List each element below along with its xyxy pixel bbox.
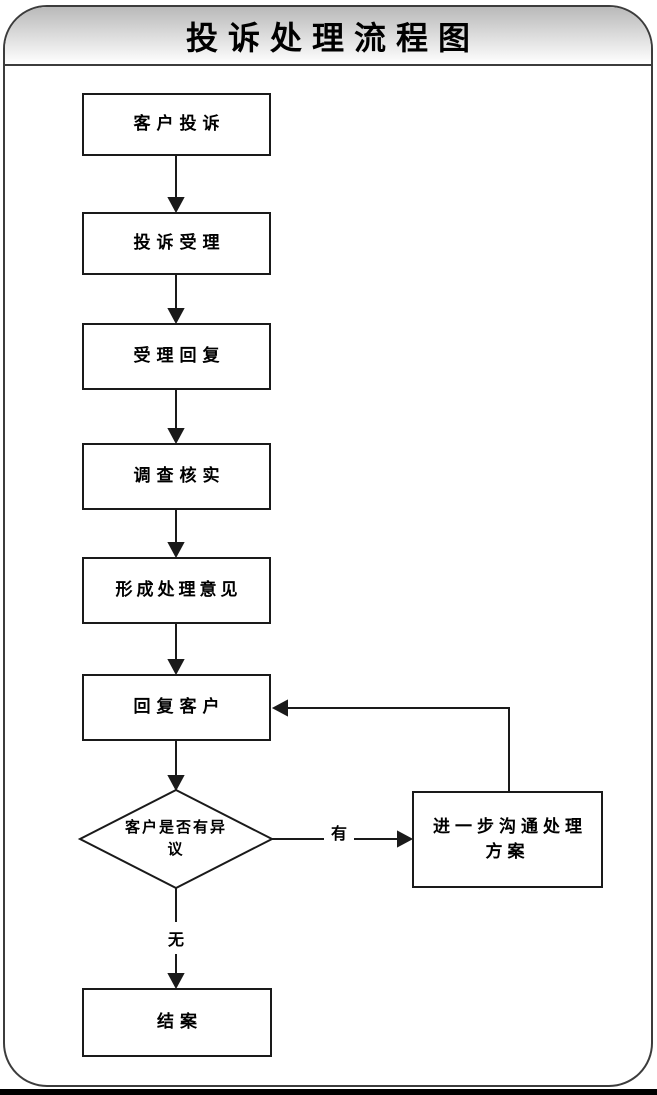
bottom-border-bar	[0, 1089, 657, 1095]
arrowhead-down-4	[167, 542, 185, 559]
page-title: 投诉处理流程图	[185, 19, 480, 56]
arrowhead-down-5	[167, 659, 185, 676]
flow-node-form-opinion: 形成处理意见	[82, 557, 271, 624]
title-banner: 投诉处理流程图	[5, 7, 651, 66]
flow-node-complaint-acceptance: 投诉受理	[82, 212, 271, 275]
decision-diamond-shape	[77, 788, 275, 890]
flow-node-investigation: 调查核实	[82, 443, 271, 510]
arrowhead-down-7	[167, 973, 185, 990]
flow-node-decision-objection: 客户是否有异议	[124, 818, 227, 859]
flowchart-frame: 投诉处理流程图	[3, 5, 653, 1087]
flow-node-further-communication: 进一步沟通处理方案	[412, 791, 603, 888]
flow-node-close-case: 结案	[82, 988, 272, 1057]
flow-node-acceptance-reply: 受理回复	[82, 323, 271, 390]
edge-communicate-back-to-replycustomer	[287, 707, 510, 791]
arrowhead-down-1	[167, 197, 185, 214]
flow-node-reply-customer: 回复客户	[82, 674, 271, 741]
edge-label-no: 无	[161, 922, 191, 954]
flow-node-customer-complaint: 客户投诉	[82, 93, 271, 156]
arrowhead-down-6	[167, 775, 185, 792]
arrowhead-right-1	[397, 830, 414, 848]
arrowhead-left-1	[271, 699, 288, 717]
edge-label-yes: 有	[324, 818, 354, 846]
arrowhead-down-2	[167, 308, 185, 325]
arrowhead-down-3	[167, 428, 185, 445]
